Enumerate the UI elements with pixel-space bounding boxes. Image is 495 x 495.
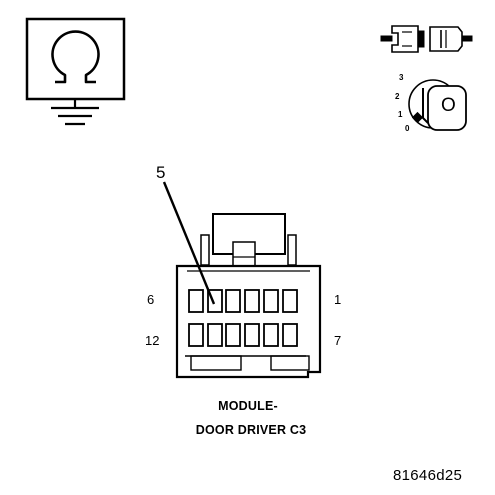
connector-c3-face xyxy=(162,181,322,379)
figure-id: 81646d25 xyxy=(393,467,463,484)
connector-disconnected-icon xyxy=(380,25,473,53)
connector-caption-line1: MODULE- xyxy=(218,399,278,413)
ignition-position-0: 0 xyxy=(405,124,410,133)
ignition-position-3: 3 xyxy=(399,73,404,82)
ignition-key-letter: O xyxy=(441,95,456,116)
pin-label-12: 12 xyxy=(145,333,160,348)
ignition-key-off-icon xyxy=(408,79,467,131)
connector-caption-line2: DOOR DRIVER C3 xyxy=(195,423,307,437)
ignition-position-1: 1 xyxy=(398,110,403,119)
callout-pin-5: 5 xyxy=(156,163,166,182)
pin-label-7: 7 xyxy=(334,333,342,348)
ignition-position-2: 2 xyxy=(395,92,400,101)
ohmmeter-ground-icon xyxy=(25,17,126,126)
pin-label-6: 6 xyxy=(147,292,155,307)
callout-leader-line xyxy=(162,181,216,305)
pin-label-1: 1 xyxy=(334,292,342,307)
